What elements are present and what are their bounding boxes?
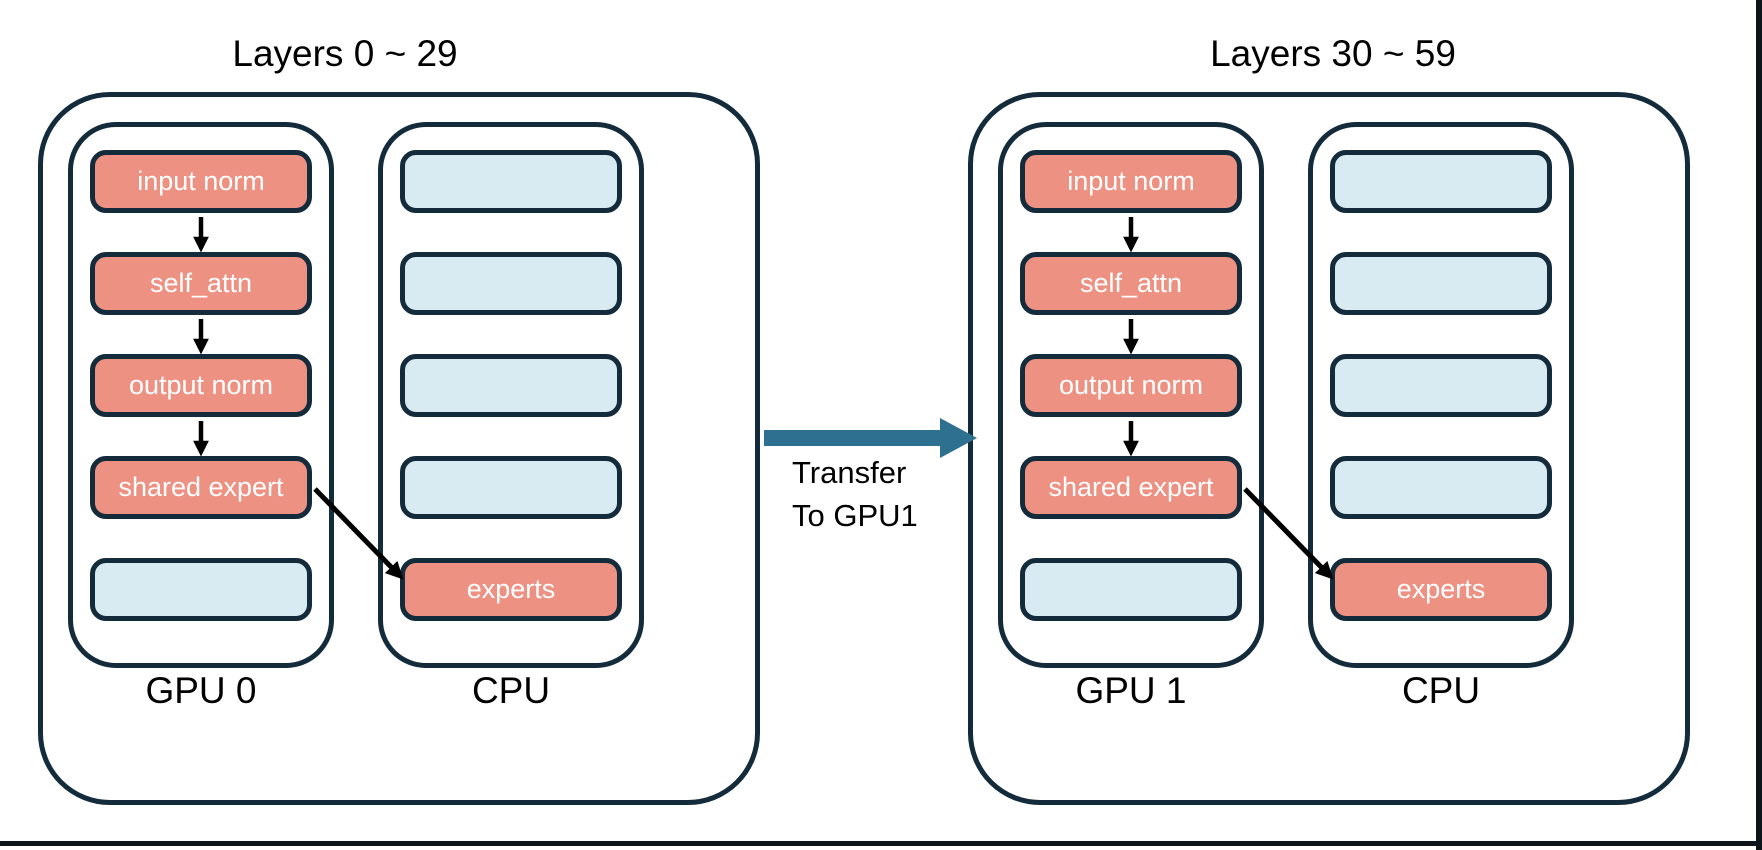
group-title-layers-30-59: Layers 30 ~ 59	[1210, 33, 1456, 74]
transfer-label: Transfer To GPU1	[792, 451, 918, 537]
empty-slot-box	[400, 252, 622, 315]
empty-slot-box	[1330, 456, 1552, 519]
cpu-column-right: experts	[1308, 122, 1574, 668]
empty-slot-box	[400, 456, 622, 519]
experts-box: experts	[1330, 558, 1552, 621]
layer-group-30-59: input norm self_attn output norm shared …	[968, 92, 1690, 805]
empty-slot-box	[1330, 354, 1552, 417]
empty-slot-box	[90, 558, 312, 621]
shared-expert-box: shared expert	[90, 456, 312, 519]
empty-slot-box	[1330, 252, 1552, 315]
transfer-label-line1: Transfer	[792, 455, 907, 490]
output-norm-box: output norm	[1020, 354, 1242, 417]
experts-box: experts	[400, 558, 622, 621]
gpu1-column: input norm self_attn output norm shared …	[998, 122, 1264, 668]
input-norm-box: input norm	[90, 150, 312, 213]
empty-slot-box	[400, 150, 622, 213]
group-title-layers-0-29: Layers 0 ~ 29	[232, 33, 458, 74]
output-norm-box: output norm	[90, 354, 312, 417]
transfer-label-line2: To GPU1	[792, 498, 918, 533]
empty-slot-box	[1020, 558, 1242, 621]
cpu-column-left: experts	[378, 122, 644, 668]
self-attn-box: self_attn	[1020, 252, 1242, 315]
self-attn-box: self_attn	[90, 252, 312, 315]
frame-right-edge	[1756, 0, 1762, 850]
gpu1-label: GPU 1	[1075, 670, 1187, 711]
cpu-label-left: CPU	[471, 670, 551, 711]
cpu-label-right: CPU	[1401, 670, 1481, 711]
empty-slot-box	[1330, 150, 1552, 213]
gpu0-column: input norm self_attn output norm shared …	[68, 122, 334, 668]
shared-expert-box: shared expert	[1020, 456, 1242, 519]
input-norm-box: input norm	[1020, 150, 1242, 213]
layer-group-0-29: input norm self_attn output norm shared …	[38, 92, 760, 805]
frame-bottom-edge	[0, 841, 1762, 846]
empty-slot-box	[400, 354, 622, 417]
gpu0-label: GPU 0	[145, 670, 257, 711]
